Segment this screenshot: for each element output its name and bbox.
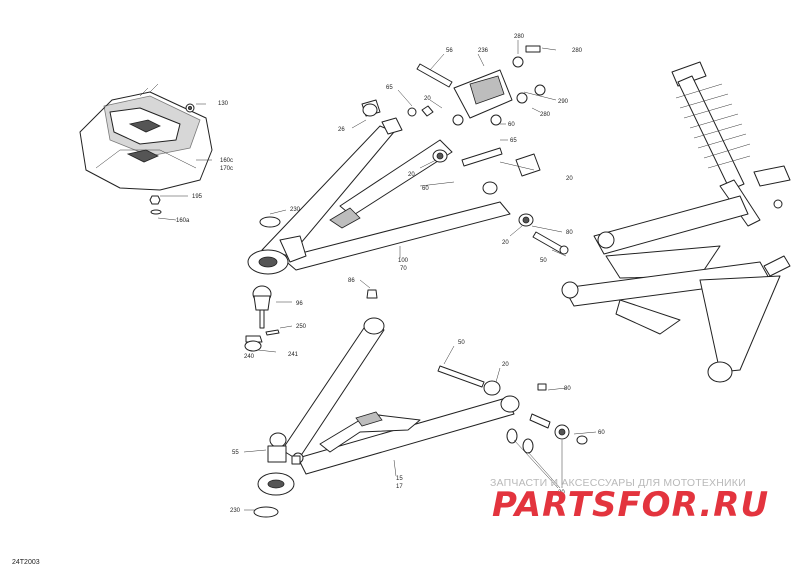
label-p55: 55 xyxy=(232,450,239,456)
cover-fasteners xyxy=(149,103,195,215)
label-p50b: 50 xyxy=(458,340,465,346)
label-p96: 96 xyxy=(296,301,303,307)
label-p241: 241 xyxy=(288,352,299,358)
label-p80: 80 xyxy=(566,230,573,236)
label-p160c: 160c xyxy=(220,158,233,164)
label-p20e: 20 xyxy=(502,362,509,368)
label-p15: 15 xyxy=(396,476,403,482)
diagram-reference: 24T2003 xyxy=(12,559,40,566)
label-p60b: 60 xyxy=(422,186,429,192)
label-p20a: 20 xyxy=(424,96,431,102)
lower-ball-joint xyxy=(253,432,301,518)
label-p56a: 56 xyxy=(446,48,453,54)
label-p250: 250 xyxy=(296,324,307,330)
watermark-tagline: ЗАПЧАСТИ И АКСЕССУАРЫ ДЛЯ МОТОТЕХНИКИ xyxy=(490,477,746,489)
label-p70: 70 xyxy=(400,266,407,272)
label-p50a: 50 xyxy=(540,258,547,264)
label-p230a: 230 xyxy=(290,207,301,213)
upper-a-arm xyxy=(247,125,511,275)
upper-ball-joint xyxy=(244,216,281,352)
label-p195: 195 xyxy=(192,194,203,200)
label-p100: 100 xyxy=(398,258,409,264)
label-p170c: 170c xyxy=(220,166,233,172)
label-p240: 240 xyxy=(244,354,255,360)
label-p60c: 60 xyxy=(598,430,605,436)
label-p280b: 280 xyxy=(572,48,583,54)
assembled-lower-arm xyxy=(561,255,791,383)
label-p280a: 280 xyxy=(514,34,525,40)
label-p290: 290 xyxy=(558,99,569,105)
label-p80b: 80 xyxy=(564,386,571,392)
protective-cover xyxy=(79,83,213,191)
watermark: ЗАПЧАСТИ И АКСЕССУАРЫ ДЛЯ МОТОТЕХНИКИ PA… xyxy=(490,477,769,525)
label-p86: 86 xyxy=(348,278,355,284)
label-p60a: 60 xyxy=(508,122,515,128)
label-p65a: 65 xyxy=(386,85,393,91)
watermark-brand: PARTSFOR.RU xyxy=(492,485,769,525)
leader-lines xyxy=(157,40,597,511)
label-p20f: 20 xyxy=(558,490,565,496)
label-p17: 17 xyxy=(396,484,403,490)
label-p160a: 160a xyxy=(176,218,190,224)
label-p20c: 20 xyxy=(566,176,573,182)
label-p236: 236 xyxy=(478,48,489,54)
assembled-upper-arm xyxy=(593,195,749,279)
upper-arm-bushings xyxy=(361,99,569,255)
part-labels: 56 236 280 280 130 65 20 290 280 26 60 6… xyxy=(176,34,605,514)
label-p26: 26 xyxy=(338,127,345,133)
label-p65b: 65 xyxy=(510,138,517,144)
label-p20b: 20 xyxy=(408,172,415,178)
label-p20d: 20 xyxy=(502,240,509,246)
upper-bracket-236 xyxy=(416,45,546,126)
lower-a-arm xyxy=(257,317,520,496)
label-p130: 130 xyxy=(218,101,229,107)
label-p230b: 230 xyxy=(230,508,241,514)
label-p280c: 280 xyxy=(540,112,551,118)
lower-arm-fasteners xyxy=(366,289,588,454)
